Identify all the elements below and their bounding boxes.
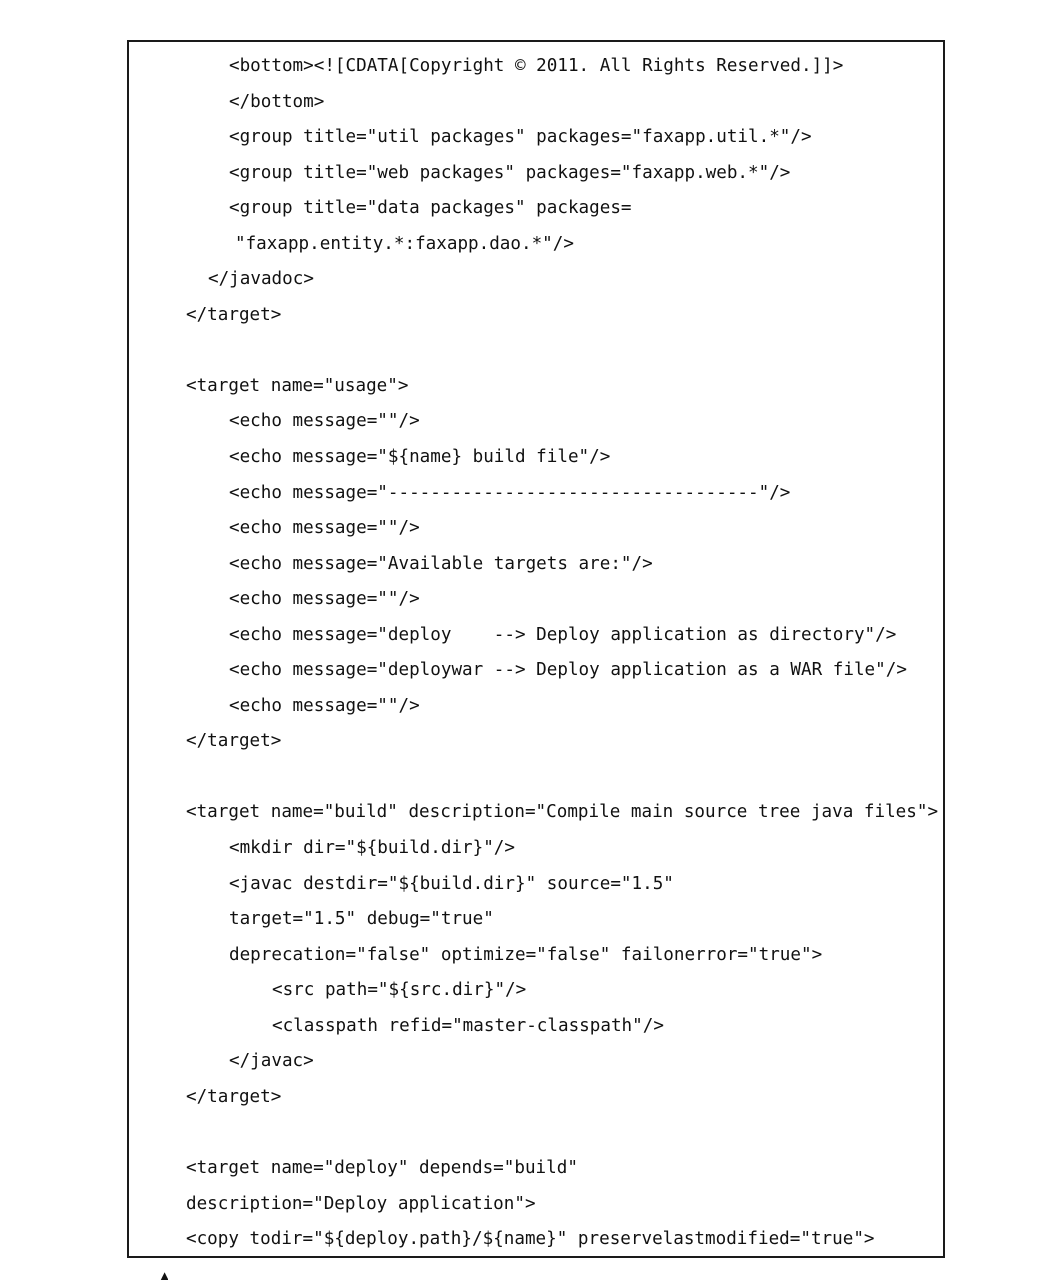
- code-line: <copy todir="${deploy.path}/${name}" pre…: [186, 1229, 875, 1250]
- cut-off-mark-icon: ▲: [160, 1272, 168, 1280]
- code-line: <target name="deploy" depends="build": [186, 1157, 578, 1178]
- code-listing-box: <bottom><![CDATA[Copyright © 2011. All R…: [127, 40, 945, 1258]
- code-line: <src path="${src.dir}"/>: [272, 980, 527, 1001]
- code-line: <echo message="deploy --> Deploy applica…: [229, 624, 897, 645]
- code-line: description="Deploy application">: [186, 1193, 536, 1214]
- code-line-blank: [129, 763, 943, 799]
- code-line: <group title="data packages" packages=: [229, 198, 632, 219]
- code-line: </target>: [186, 304, 282, 325]
- code-line: deprecation="false" optimize="false" fai…: [229, 944, 823, 965]
- code-line: "faxapp.entity.*:faxapp.dao.*"/>: [235, 233, 574, 254]
- code-line: <target name="build" description="Compil…: [186, 802, 939, 823]
- code-line: </target>: [186, 1086, 282, 1107]
- code-listing: <bottom><![CDATA[Copyright © 2011. All R…: [129, 52, 943, 1256]
- code-line: <echo message=""/>: [229, 518, 420, 539]
- code-line: <echo message=""/>: [229, 589, 420, 610]
- code-line-blank: [129, 336, 943, 372]
- code-line-blank: [129, 1118, 943, 1154]
- code-line: <echo message="Available targets are:"/>: [229, 553, 653, 574]
- code-line: <echo message=""/>: [229, 695, 420, 716]
- code-line: <echo message="-------------------------…: [229, 482, 791, 503]
- code-line: <echo message=""/>: [229, 411, 420, 432]
- code-line: </javadoc>: [208, 269, 314, 290]
- code-line: <group title="web packages" packages="fa…: [229, 162, 791, 183]
- code-line: <mkdir dir="${build.dir}"/>: [229, 838, 515, 859]
- code-line: </target>: [186, 731, 282, 752]
- code-line: <group title="util packages" packages="f…: [229, 127, 812, 148]
- code-line: </bottom>: [229, 91, 325, 112]
- code-line: <echo message="deploywar --> Deploy appl…: [229, 660, 907, 681]
- code-line: <bottom><![CDATA[Copyright © 2011. All R…: [229, 56, 844, 76]
- code-line: <target name="usage">: [186, 375, 409, 396]
- code-line: </javac>: [229, 1051, 314, 1072]
- code-line: <echo message="${name} build file"/>: [229, 447, 611, 468]
- code-line: <javac destdir="${build.dir}" source="1.…: [229, 873, 674, 894]
- code-line: <classpath refid="master-classpath"/>: [272, 1015, 664, 1036]
- code-line: target="1.5" debug="true": [229, 909, 494, 930]
